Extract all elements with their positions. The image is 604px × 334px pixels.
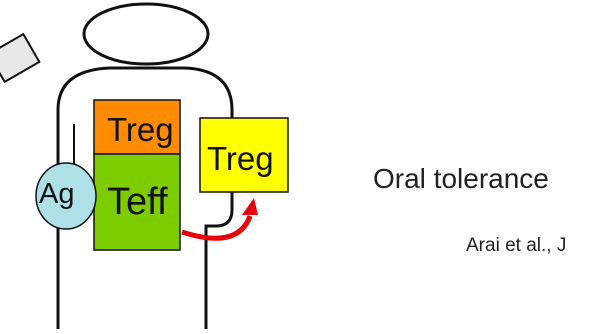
antigen-label: Ag [39,178,75,210]
antigen-circle [35,162,97,230]
citation-text: Arai et al., J [466,235,567,256]
export-arrow-head [242,198,258,215]
export-arrow [181,215,253,241]
figure-head [82,2,210,66]
diagram-title: Oral tolerance [373,163,549,194]
treg-box-exported [199,117,289,193]
teff-label-body: Teff [107,181,168,223]
handheld-object [0,32,41,84]
treg-label-body: Treg [107,111,174,148]
treg-label-exported: Treg [207,140,274,177]
teff-box-body [93,153,181,251]
